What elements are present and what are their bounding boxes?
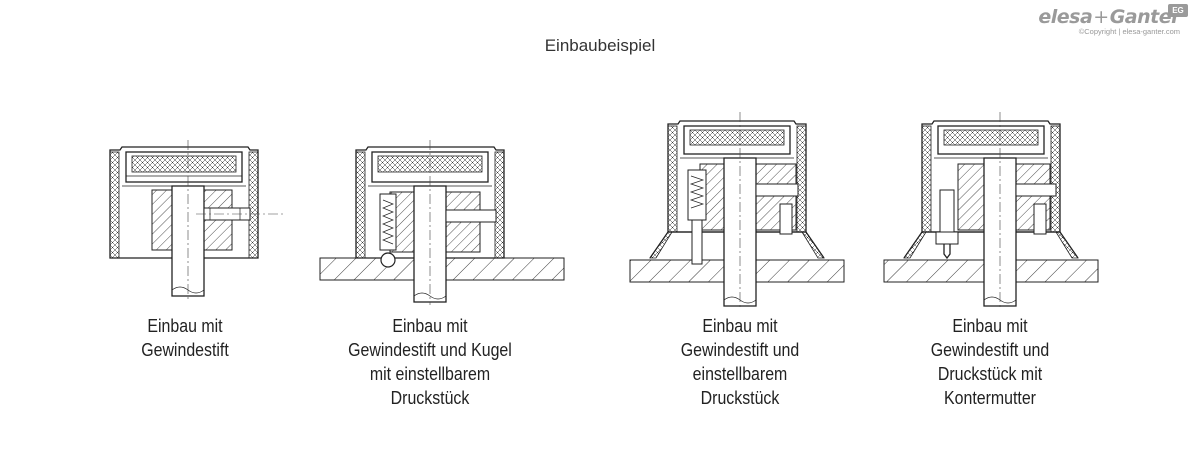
caption-figure-3: Einbau mit Gewindestift und einstellbare… <box>654 314 826 410</box>
figure-4-druckstueck-kontermutter <box>883 112 1099 310</box>
caption-line: Gewindestift <box>141 339 229 360</box>
logo-badge: EG <box>1168 4 1188 17</box>
caption-line: Einbau mit <box>952 315 1028 336</box>
caption-line: mit einstellbarem <box>369 363 491 384</box>
caption-line: Kontermutter <box>944 387 1036 408</box>
logo-brand-left: elesa <box>1038 6 1093 28</box>
caption-line: Einbau mit <box>147 315 223 336</box>
caption-line: Einbau mit <box>392 315 468 336</box>
caption-line: Gewindestift und <box>680 339 800 360</box>
caption-line: einstellbarem <box>692 363 788 384</box>
elesa-ganter-logo: elesa+Ganter EG ©Copyright | elesa-gante… <box>1038 4 1188 36</box>
figure-1-gewindestift <box>109 140 285 300</box>
logo-brand-right: Ganter <box>1109 6 1181 28</box>
logo-brand: elesa+Ganter <box>1038 6 1180 28</box>
caption-line: Gewindestift und <box>930 339 1050 360</box>
logo-copyright: ©Copyright | elesa-ganter.com <box>1078 27 1180 36</box>
caption-figure-2: Einbau mit Gewindestift und Kugel mit ei… <box>335 314 524 410</box>
caption-line: Einbau mit <box>702 315 778 336</box>
caption-figure-1: Einbau mit Gewindestift <box>112 314 258 362</box>
figure-3-einstellbarem-druckstueck <box>629 112 845 310</box>
caption-line: Druckstück <box>700 387 780 408</box>
logo-plus: + <box>1093 6 1109 28</box>
caption-line: Gewindestift und Kugel <box>348 339 512 360</box>
caption-line: Druckstück <box>390 387 470 408</box>
figure-2-gewindestift-kugel <box>319 140 565 305</box>
caption-line: Druckstück mit <box>937 363 1043 384</box>
page-title: Einbaubeispiel <box>544 36 656 55</box>
caption-figure-4: Einbau mit Gewindestift und Druckstück m… <box>904 314 1076 410</box>
